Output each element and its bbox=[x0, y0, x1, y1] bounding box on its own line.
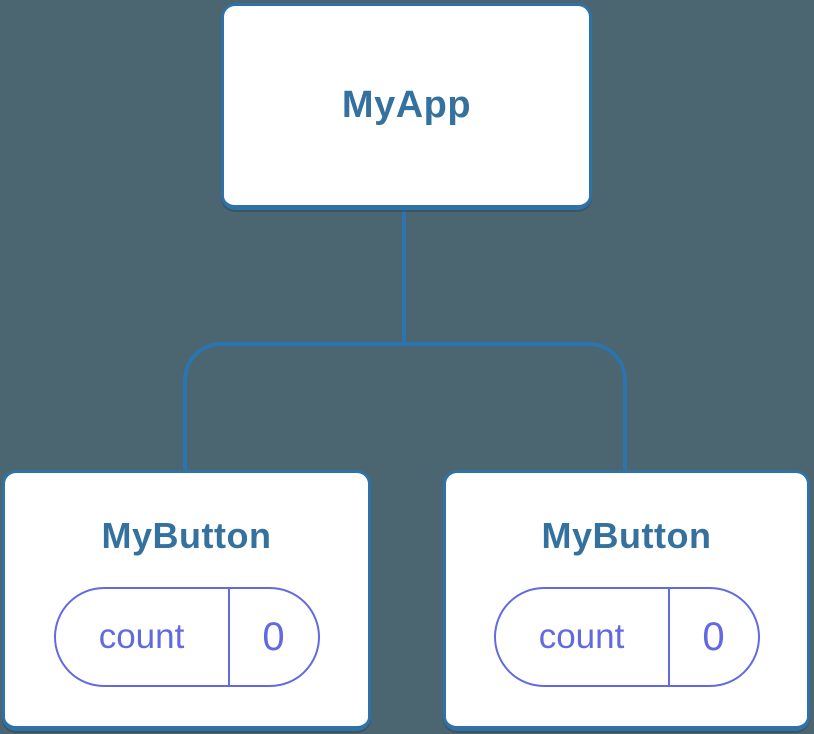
tree-node-child-left: MyButton count 0 bbox=[2, 470, 371, 731]
state-value: 0 bbox=[702, 614, 725, 659]
tree-node-root: MyApp bbox=[221, 3, 592, 210]
child-node-label: MyButton bbox=[541, 515, 712, 556]
state-pill: count 0 bbox=[493, 587, 760, 687]
state-pill: count 0 bbox=[53, 587, 320, 687]
state-key-label: count bbox=[56, 589, 230, 685]
tree-node-child-right: MyButton count 0 bbox=[443, 470, 810, 731]
children-connector-bracket bbox=[183, 342, 627, 470]
state-value: 0 bbox=[262, 614, 285, 659]
root-node-label: MyApp bbox=[341, 84, 472, 126]
root-connector-line bbox=[402, 208, 406, 346]
child-node-label: MyButton bbox=[101, 515, 272, 556]
state-key-label: count bbox=[496, 589, 670, 685]
